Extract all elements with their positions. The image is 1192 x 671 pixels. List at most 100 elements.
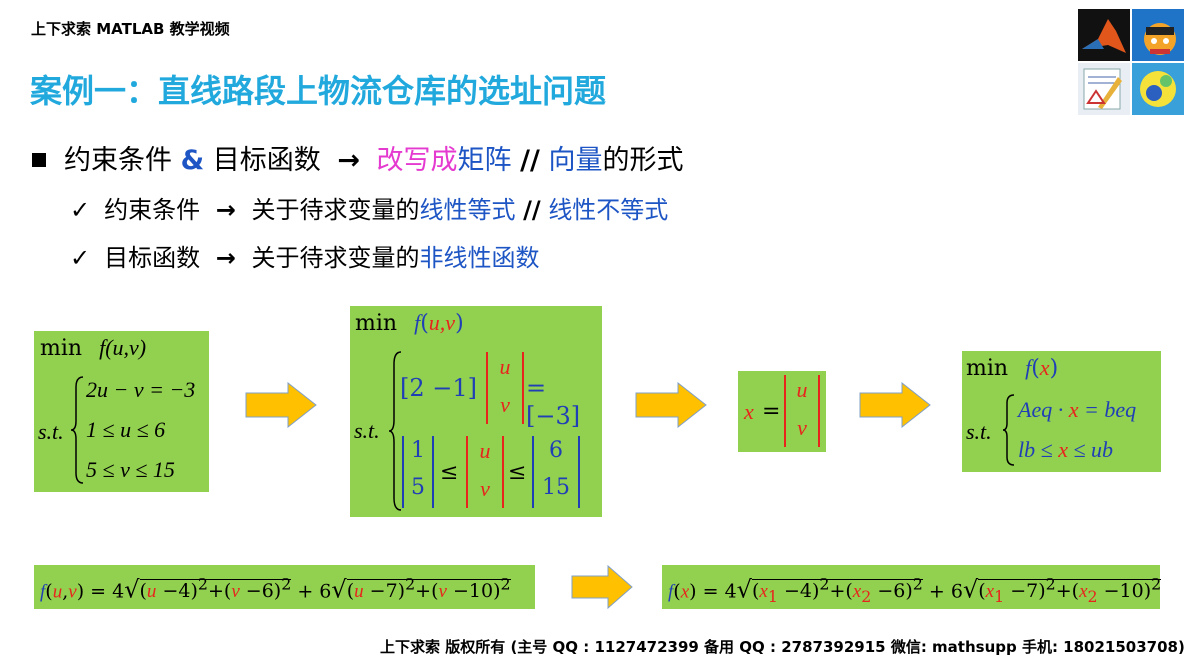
exponent: 2 bbox=[912, 575, 923, 594]
eq-rhs: = [−3] bbox=[526, 374, 581, 430]
var-u: u bbox=[479, 438, 491, 463]
brace-icon bbox=[1002, 394, 1015, 466]
ub-symbol: ub bbox=[1091, 437, 1114, 462]
subscript: 2 bbox=[861, 587, 872, 607]
equals-symbol: = bbox=[762, 399, 781, 424]
var-vector: u v bbox=[486, 352, 524, 424]
function-symbol: f bbox=[99, 335, 106, 360]
term: −6) bbox=[245, 580, 282, 603]
aeq-symbol: Aeq bbox=[1018, 397, 1053, 422]
heatmap-logo-icon bbox=[1132, 63, 1184, 115]
objective-line: min f(u,v) bbox=[355, 310, 464, 336]
check-icon: ✓ bbox=[70, 244, 91, 272]
exponent: 2 bbox=[819, 575, 830, 594]
sub-bullet-text: 关于待求变量的 bbox=[251, 244, 420, 272]
term: −10) bbox=[452, 580, 501, 603]
coefficient: 4 bbox=[112, 580, 125, 603]
coefficient: 6 bbox=[319, 580, 332, 603]
constraint-eq: Aeq · x = beq bbox=[1018, 397, 1137, 422]
objective-formula-x: f(x) = 4√(x1 −4)2+(x2 −6)2 + 6√(x1 −7)2+… bbox=[662, 565, 1162, 609]
var-x: x bbox=[852, 581, 862, 603]
bullet-amp: & bbox=[180, 145, 205, 176]
var-vector: u v bbox=[466, 436, 504, 508]
exponent: 2 bbox=[405, 575, 416, 594]
term: −6) bbox=[877, 580, 913, 603]
sub-bullet-highlight: 非线性函数 bbox=[419, 244, 540, 272]
subscript: 1 bbox=[994, 587, 1005, 607]
objective-line: min f(u,v) bbox=[40, 335, 146, 361]
formulation-box-standard: min f(x) s.t. Aeq · x = beq lb ≤ x ≤ ub bbox=[962, 351, 1161, 472]
min-label: min bbox=[966, 356, 1009, 381]
beq-symbol: beq bbox=[1104, 397, 1137, 422]
var-v: v bbox=[797, 415, 807, 440]
var-v: v bbox=[500, 392, 510, 417]
var-x: x bbox=[1068, 397, 1079, 422]
sub-bullet-highlight: 线性等式 bbox=[419, 196, 516, 224]
bullet-text: 目标函数 bbox=[212, 145, 321, 176]
check-icon: ✓ bbox=[70, 196, 91, 224]
term: −4) bbox=[783, 580, 820, 603]
formula-text: f(x) = 4√(x1 −4)2+(x2 −6)2 + 6√(x1 −7)2+… bbox=[668, 575, 1162, 607]
function-symbol: f bbox=[414, 310, 421, 335]
formulation-box-matrix: min f(u,v) s.t. [2 −1] u v = [−3] 1 5 ≤ … bbox=[350, 306, 602, 517]
var-v: v bbox=[480, 476, 490, 501]
st-label: s.t. bbox=[38, 419, 64, 444]
sub-bullet-text: 关于待求变量的 bbox=[251, 196, 420, 224]
main-bullet: 约束条件 & 目标函数 → 改写成矩阵 // 向量的形式 bbox=[32, 138, 683, 177]
function-symbol: f bbox=[40, 581, 46, 603]
constraint-u-bounds: 1 ≤ u ≤ 6 bbox=[86, 417, 166, 442]
bullet-highlight: 改写成 bbox=[376, 145, 458, 176]
formulation-box-variable: x = u v bbox=[738, 371, 826, 452]
st-label: s.t. bbox=[354, 418, 380, 443]
bullet-separator: // bbox=[520, 145, 540, 176]
var-u: u bbox=[796, 377, 808, 402]
sub-bullet-label: 目标函数 bbox=[104, 244, 201, 272]
ub-bot: 15 bbox=[542, 475, 570, 500]
formulation-box-original: min f(u,v) s.t. 2u − v = −3 1 ≤ u ≤ 6 5 … bbox=[34, 331, 209, 492]
square-bullet-icon bbox=[32, 152, 46, 167]
ub-top: 6 bbox=[549, 438, 563, 463]
objective-line: min f(x) bbox=[966, 355, 1059, 381]
var-x: x bbox=[680, 581, 690, 603]
var-x: x bbox=[744, 399, 754, 424]
exponent: 2 bbox=[1045, 575, 1056, 594]
var-vector: u v bbox=[784, 375, 820, 447]
lb-bot: 5 bbox=[411, 475, 425, 500]
arrow-right-icon bbox=[245, 382, 317, 428]
right-arrow-icon: → bbox=[215, 244, 236, 272]
var-x: x bbox=[985, 581, 995, 603]
sub-bullet-constraints: ✓约束条件 → 关于待求变量的线性等式 // 线性不等式 bbox=[70, 190, 668, 225]
constraint-equality: 2u − v = −3 bbox=[86, 377, 196, 402]
term: −7) bbox=[369, 580, 406, 603]
bullet-text: 约束条件 bbox=[64, 145, 172, 176]
function-args: (u,v) bbox=[105, 335, 147, 360]
header-label: 上下求索 MATLAB 教学视频 bbox=[31, 20, 230, 38]
objective-formula-uv: f(u,v) = 4√(u −4)2+(v −6)2 + 6√(u −7)2+(… bbox=[34, 565, 535, 609]
sub-bullet-objective: ✓ 目标函数 → 关于待求变量的非线性函数 bbox=[70, 238, 540, 273]
document-logo-icon bbox=[1078, 63, 1130, 115]
var-v: v bbox=[438, 581, 447, 603]
lb-vector: 1 5 bbox=[402, 436, 434, 508]
var-u: u bbox=[146, 581, 157, 603]
constraint-bounds: lb ≤ x ≤ ub bbox=[1018, 437, 1114, 462]
term: −4) bbox=[162, 580, 198, 603]
var-v: v bbox=[68, 581, 77, 603]
arrow-right-icon bbox=[571, 565, 633, 609]
leq-symbol: ≤ bbox=[440, 460, 459, 485]
bullet-text: 的形式 bbox=[602, 145, 684, 176]
arrow-right-icon bbox=[859, 382, 931, 428]
coefficient: 6 bbox=[950, 580, 963, 603]
sub-bullet-highlight: 线性不等式 bbox=[548, 196, 669, 224]
var-u: u bbox=[499, 354, 511, 379]
leq-symbol: ≤ bbox=[508, 460, 527, 485]
brace-icon bbox=[70, 376, 84, 484]
subscript: 2 bbox=[1087, 587, 1098, 607]
function-symbol: f bbox=[668, 581, 674, 603]
bullet-highlight: 向量 bbox=[548, 145, 603, 176]
var-u: u bbox=[52, 581, 63, 603]
eq-rhs-value: −3 bbox=[535, 402, 571, 430]
var-v: v bbox=[231, 581, 240, 603]
constraint-v-bounds: 5 ≤ v ≤ 15 bbox=[86, 457, 175, 482]
exponent: 2 bbox=[197, 575, 208, 594]
term: −7) bbox=[1010, 580, 1046, 603]
